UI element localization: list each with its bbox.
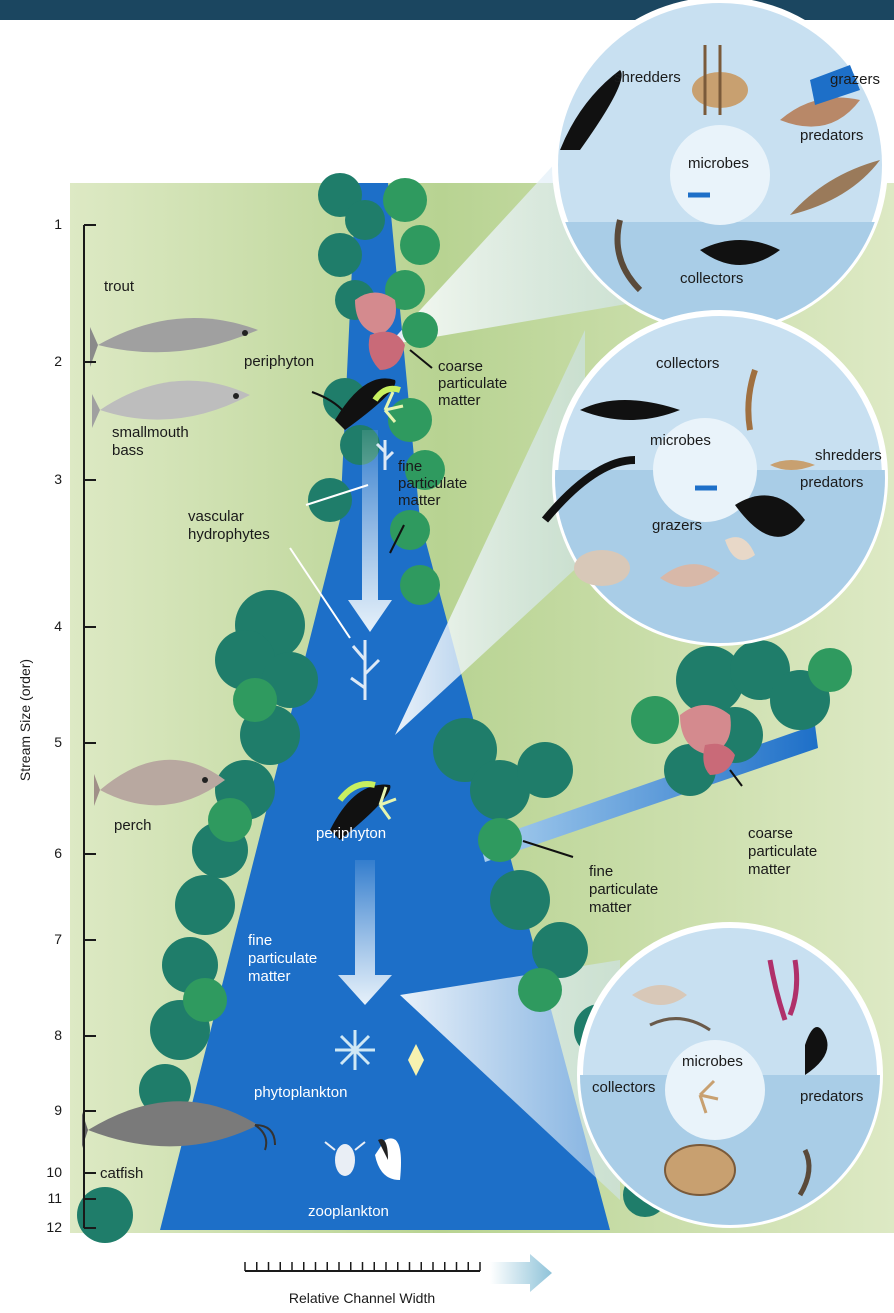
label-coarse-1: coarse bbox=[438, 358, 483, 375]
label-trib-fine-3: matter bbox=[589, 899, 632, 916]
cl-label-microbes: microbes bbox=[682, 1053, 743, 1070]
label-trib-fine-1: fine bbox=[589, 863, 613, 880]
label-phytoplankton: phytoplankton bbox=[254, 1084, 347, 1101]
label-trib-coarse-3: matter bbox=[748, 861, 791, 878]
y-tick-9: 9 bbox=[54, 1102, 62, 1118]
cm-label-grazers: grazers bbox=[652, 517, 702, 534]
y-tick-7: 7 bbox=[54, 931, 62, 947]
label-fine-upper-2: particulate bbox=[398, 475, 467, 492]
y-tick-5: 5 bbox=[54, 734, 62, 750]
label-fine-upper-1: fine bbox=[398, 458, 422, 475]
y-tick-11: 11 bbox=[47, 1190, 62, 1206]
label-trib-coarse-1: coarse bbox=[748, 825, 793, 842]
label-fine-upper-3: matter bbox=[398, 492, 441, 509]
label-perch: perch bbox=[114, 817, 152, 834]
label-vascular: vascular bbox=[188, 508, 244, 525]
y-axis: 1 2 3 4 5 6 7 8 9 10 11 12 Stream Size (… bbox=[17, 216, 96, 1235]
circle-low bbox=[580, 925, 880, 1230]
label-periphyton-upper: periphyton bbox=[244, 353, 314, 370]
y-tick-1: 1 bbox=[54, 216, 62, 232]
label-trout: trout bbox=[104, 278, 135, 295]
label-coarse-3: matter bbox=[438, 392, 481, 409]
cm-label-collectors: collectors bbox=[656, 355, 719, 372]
ct-label-shredders: shredders bbox=[614, 69, 681, 86]
y-tick-2: 2 bbox=[54, 353, 62, 369]
y-tick-3: 3 bbox=[54, 471, 62, 487]
y-tick-6: 6 bbox=[54, 845, 62, 861]
y-axis-title: Stream Size (order) bbox=[17, 659, 33, 781]
y-tick-10: 10 bbox=[46, 1164, 62, 1180]
label-catfish: catfish bbox=[100, 1165, 143, 1182]
label-zooplankton: zooplankton bbox=[308, 1203, 389, 1220]
y-tick-4: 4 bbox=[54, 618, 62, 634]
cm-label-shredders: shredders bbox=[815, 447, 882, 464]
label-trib-coarse-2: particulate bbox=[748, 843, 817, 860]
ct-label-microbes: microbes bbox=[688, 155, 749, 172]
x-axis-arrow bbox=[490, 1254, 552, 1292]
x-axis: Relative Channel Width bbox=[245, 1254, 552, 1306]
label-fine-lower-3: matter bbox=[248, 968, 291, 985]
label-trib-fine-2: particulate bbox=[589, 881, 658, 898]
ct-label-grazers: grazers bbox=[830, 71, 880, 88]
x-axis-title: Relative Channel Width bbox=[289, 1290, 435, 1306]
y-tick-8: 8 bbox=[54, 1027, 62, 1043]
label-bass: bass bbox=[112, 442, 144, 459]
cm-label-predators: predators bbox=[800, 474, 863, 491]
ct-label-collectors: collectors bbox=[680, 270, 743, 287]
cl-label-predators: predators bbox=[800, 1088, 863, 1105]
label-hydrophytes: hydrophytes bbox=[188, 526, 270, 543]
label-fine-lower-1: fine bbox=[248, 932, 272, 949]
label-coarse-2: particulate bbox=[438, 375, 507, 392]
ct-label-predators: predators bbox=[800, 127, 863, 144]
cm-label-microbes: microbes bbox=[650, 432, 711, 449]
label-fine-lower-2: particulate bbox=[248, 950, 317, 967]
y-tick-12: 12 bbox=[46, 1219, 62, 1235]
label-periphyton-mid: periphyton bbox=[316, 825, 386, 842]
cl-label-collectors: collectors bbox=[592, 1079, 655, 1096]
label-smallmouth: smallmouth bbox=[112, 424, 189, 441]
